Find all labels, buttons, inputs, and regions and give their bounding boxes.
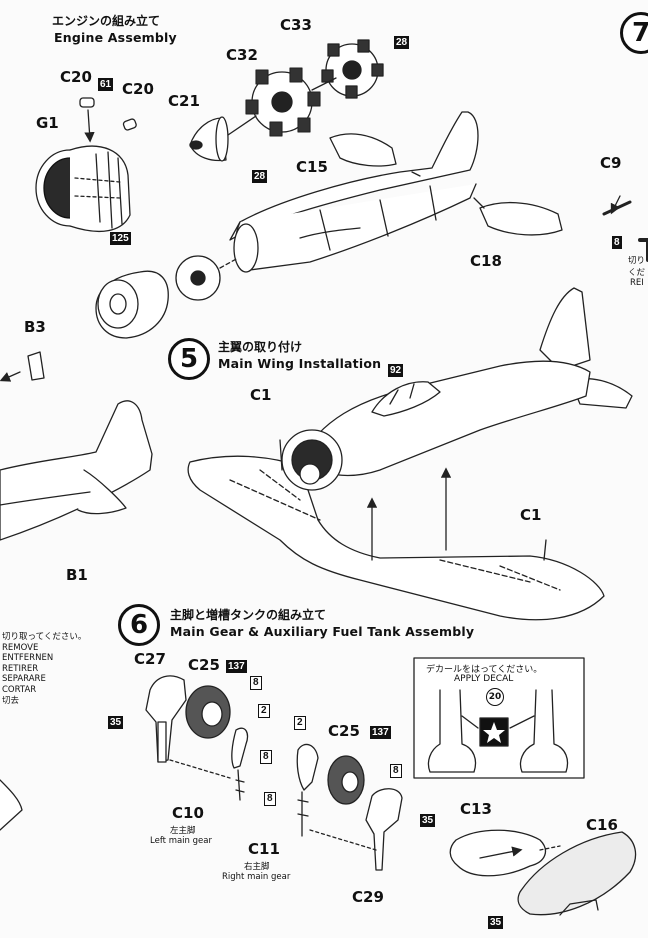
paint-8a: 8 [612,236,622,249]
paint-92: 92 [388,364,404,377]
part-c27: C27 [134,650,166,668]
paint-35a: 35 [108,716,124,729]
decal-number-20: 20 [486,688,504,706]
step7-number: 7 [620,12,648,54]
right-edge-jp2: くだ [628,268,646,278]
right-main-gear-drawing [296,743,403,871]
part-c18: C18 [470,252,502,270]
decal-instruction-en: APPLY DECAL [454,674,514,684]
fuselage-drawing-b1 [0,400,153,831]
paint-2b: 2 [294,716,306,730]
step6-number: 6 [118,604,160,646]
right-edge-en: REI [630,278,644,288]
part-c21: C21 [168,92,200,110]
right-gear-jp: 右主脚 [244,862,270,872]
right-edge-jp1: 切り [628,256,646,266]
left-main-gear-drawing [145,675,249,801]
part-c25a: C25 [188,656,220,674]
cutoff-line-1: ENTFERNEN [2,653,54,664]
part-c20b: C20 [122,80,154,98]
cutoff-jp: 切り取ってください。 [2,632,87,642]
paint-2a: 2 [258,704,270,718]
part-b3: B3 [24,318,46,336]
paint-8e: 8 [264,792,276,806]
step5-title-jp: 主翼の取り付け [218,340,303,354]
decal-instruction-jp: デカールをはってください。 [426,665,543,675]
drop-tank-drawing [449,829,637,916]
paint-137a: 137 [226,660,247,673]
engine-c32-drawing [245,67,321,137]
part-c16: C16 [586,816,618,834]
step4-title-jp: エンジンの組み立て [52,14,161,28]
left-gear-jp: 左主脚 [170,826,196,836]
decal-diagram [427,689,569,773]
part-c33: C33 [280,16,312,34]
paint-137b: 137 [370,726,391,739]
cutoff-line-0: REMOVE [2,642,39,653]
part-g1: G1 [36,114,59,132]
part-c11: C11 [248,840,280,858]
step5-title-en: Main Wing Installation [218,356,382,371]
step5-number: 5 [168,338,210,380]
paint-8d: 8 [390,764,402,778]
paint-8c: 8 [260,750,272,764]
part-b1: B1 [66,566,88,584]
step4-title-en: Engine Assembly [54,30,177,45]
fuselage-drawing-step4 [229,111,563,273]
paint-125: 125 [110,232,131,245]
cutoff-note: 切り取ってください。 REMOVE ENTFERNEN RETIRER SEPA… [2,632,86,706]
part-c25b: C25 [328,722,360,740]
part-c1b: C1 [520,506,542,524]
part-c32: C32 [226,46,258,64]
part-c20a: C20 [60,68,92,86]
paint-8b: 8 [250,676,262,690]
paint-28a: 28 [394,36,410,49]
step6-title-en: Main Gear & Auxiliary Fuel Tank Assembly [170,624,475,639]
cowling-g1-drawing [35,145,131,233]
exploded-engine-drawing [95,255,239,339]
part-c1a: C1 [250,386,272,404]
paint-35b: 35 [420,814,436,827]
paint-28b: 28 [252,170,268,183]
airplane-drawing-step5 [187,287,633,621]
paint-35c: 35 [488,916,504,929]
part-c15: C15 [296,158,328,176]
cutoff-line-5: 切去 [2,695,20,706]
right-gear-en: Right main gear [222,872,291,882]
cutoff-line-3: SEPARARE [2,674,46,685]
part-c29: C29 [352,888,384,906]
engine-c33-drawing [321,39,384,99]
cutoff-line-4: CORTAR [2,684,37,695]
part-c13: C13 [460,800,492,818]
cutoff-line-2: RETIRER [2,663,39,674]
left-gear-en: Left main gear [150,836,212,846]
part-c10: C10 [172,804,204,822]
paint-61: 61 [98,78,114,91]
step6-title-jp: 主脚と増槽タンクの組み立て [170,608,327,622]
part-c9: C9 [600,154,622,172]
